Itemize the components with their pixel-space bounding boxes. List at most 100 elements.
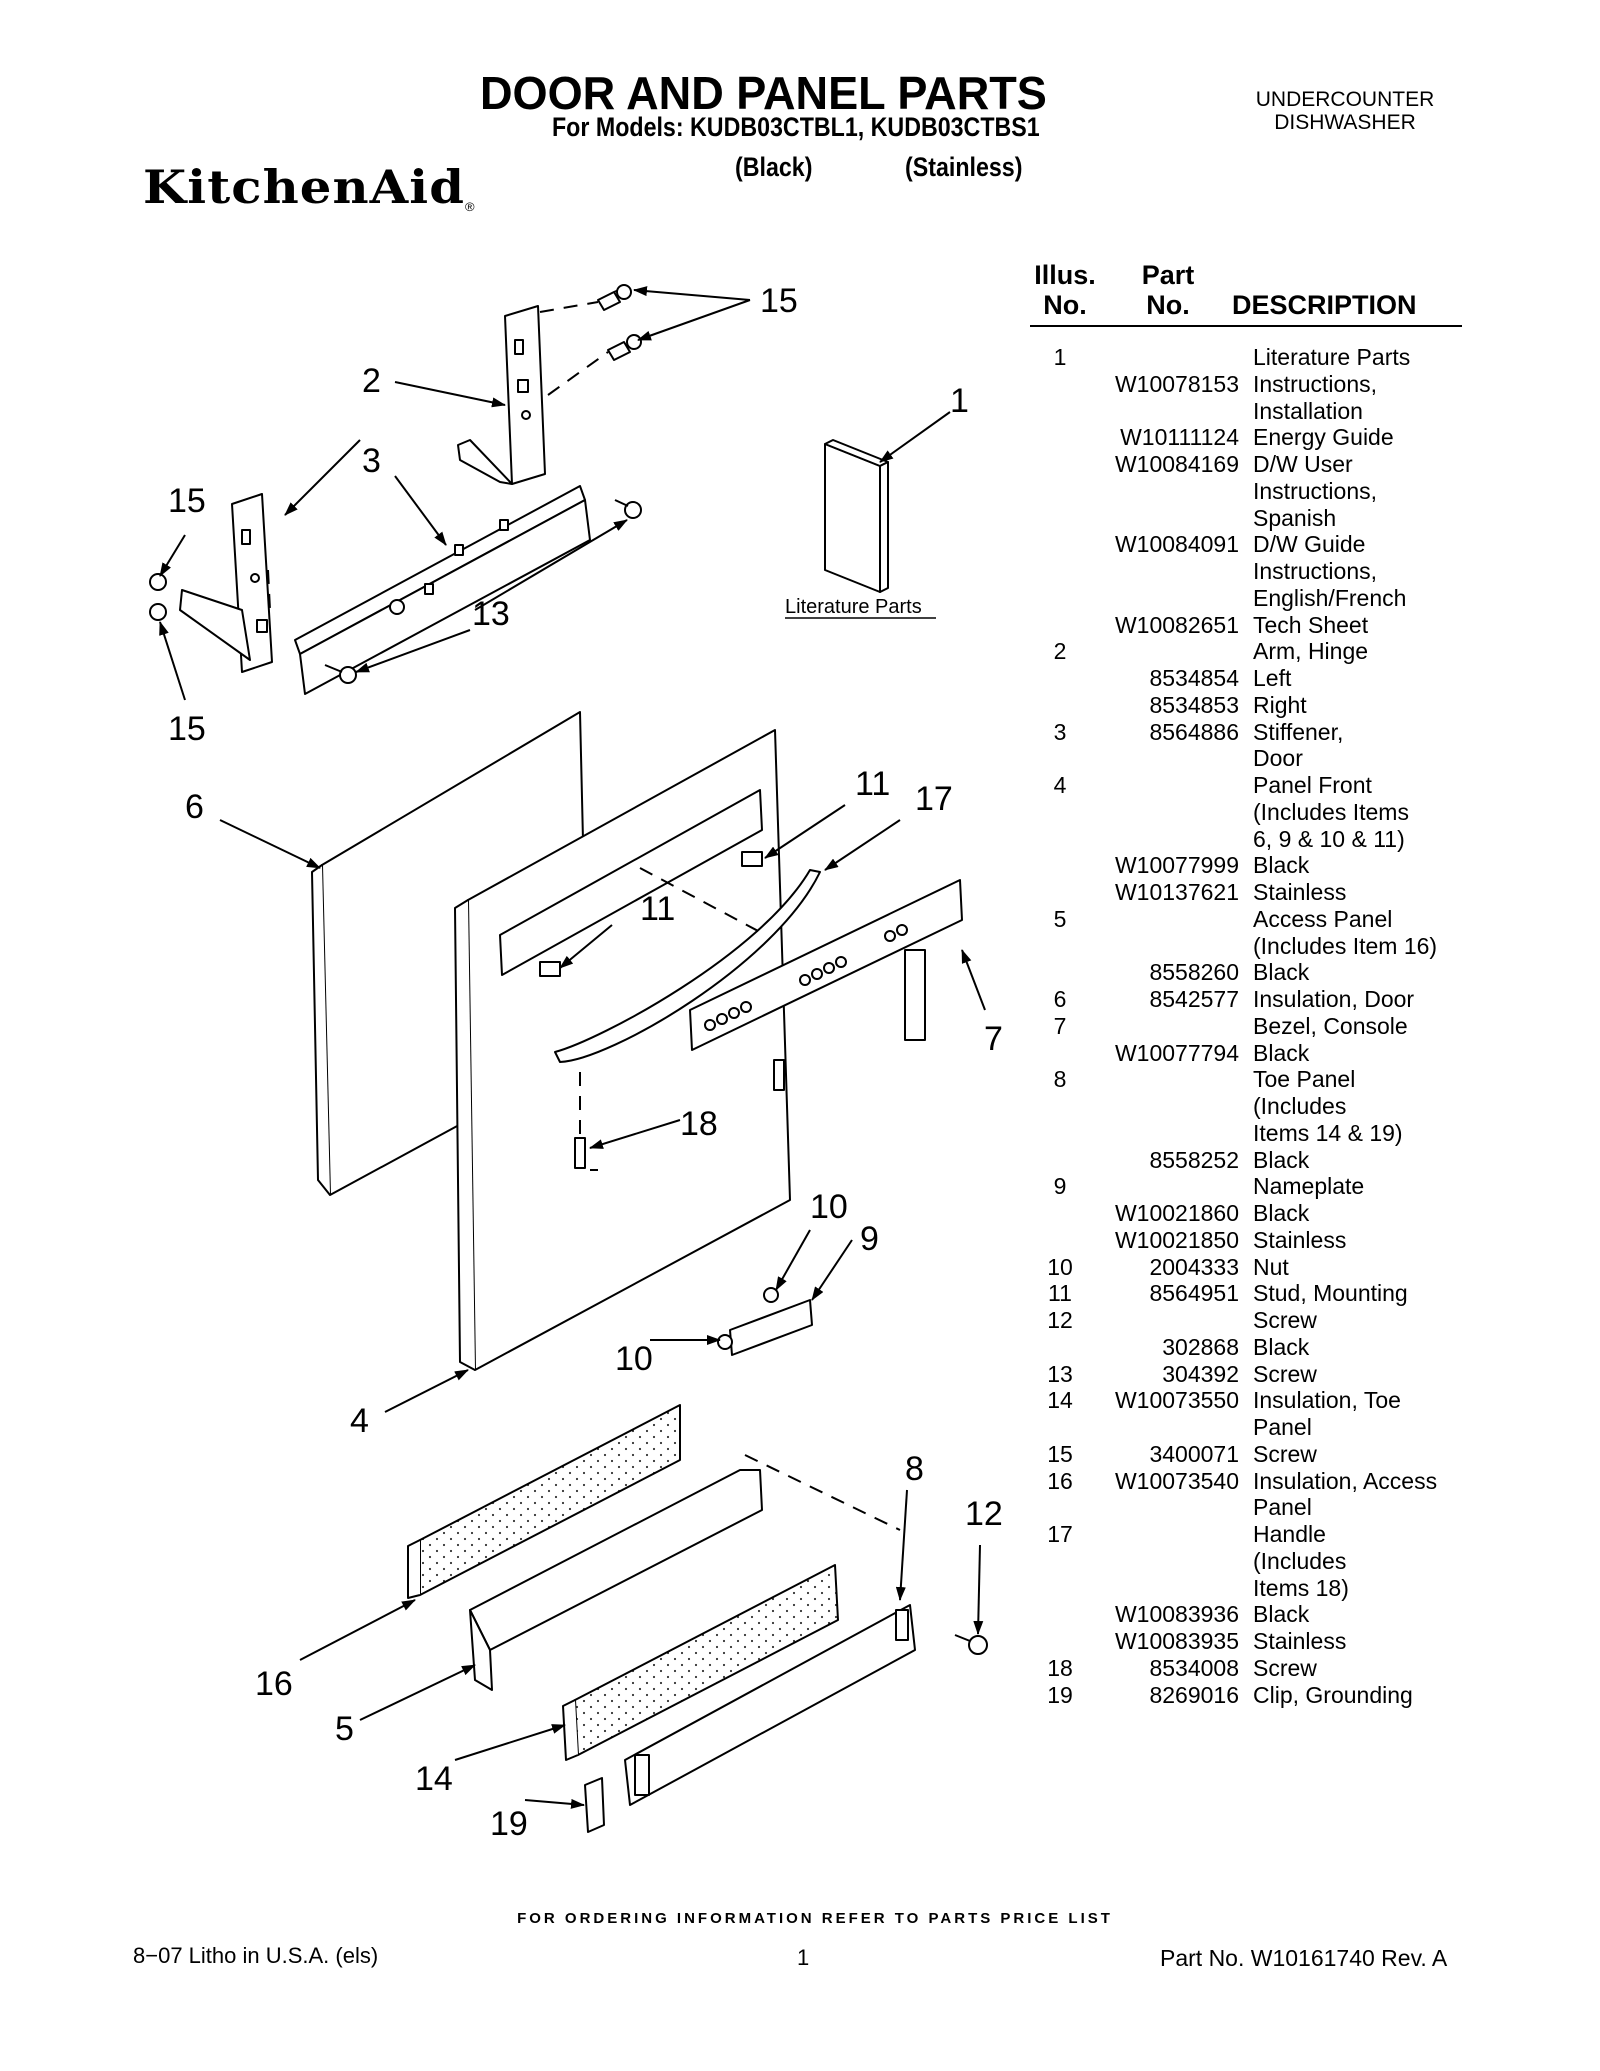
illus-no-cell	[1030, 371, 1090, 398]
description-cell: Panel	[1253, 1494, 1312, 1521]
callout-13: 13	[472, 595, 510, 633]
leader-11b	[559, 924, 613, 969]
illus-no-cell	[1030, 799, 1090, 826]
description-cell: English/French	[1253, 584, 1407, 611]
column-header-illus: Illus. No.	[1030, 260, 1100, 320]
description-cell: Stainless	[1253, 879, 1347, 905]
description-cell: Clip, Grounding	[1253, 1681, 1413, 1708]
callout-10-bottom: 10	[615, 1340, 653, 1378]
door-panel-front	[454, 729, 791, 1371]
description-cell: Panel Front	[1253, 772, 1372, 798]
door-handle	[554, 869, 821, 1063]
leader-14	[454, 1724, 566, 1761]
illus-no-cell	[1030, 612, 1090, 639]
screw-icon	[614, 499, 642, 519]
description-cell: Black	[1253, 852, 1310, 879]
description-cell: Instructions,	[1253, 558, 1377, 584]
illus-no-cell	[1030, 531, 1090, 558]
description-cell: Black	[1253, 1039, 1310, 1066]
part-no-cell: W10073540	[1114, 1467, 1239, 1494]
document-part-number: Part No. W10161740 Rev. A	[1160, 1945, 1448, 1971]
table-row: Instructions,	[1030, 558, 1470, 585]
illus-no-cell: 16	[1047, 1467, 1073, 1494]
illus-no-cell: 19	[1047, 1681, 1073, 1708]
callout-7: 7	[984, 1020, 1003, 1058]
callout-15-left-top: 15	[168, 482, 206, 520]
table-row: 6, 9 & 10 & 11)	[1030, 826, 1470, 853]
category-line-1: UNDERCOUNTER	[1255, 88, 1435, 111]
illus-no-cell: 2	[1053, 638, 1067, 665]
leader-12	[973, 1544, 984, 1635]
part-no-cell: W10137621	[1114, 879, 1239, 905]
part-no-cell: 8534853	[1149, 691, 1239, 718]
part-no-cell	[1090, 1093, 1253, 1120]
screw-icon	[574, 1137, 586, 1169]
description-cell: Nut	[1253, 1253, 1289, 1280]
description-cell: Access Panel	[1253, 905, 1393, 932]
callout-14: 14	[415, 1760, 453, 1798]
part-no-cell: 8534008	[1149, 1654, 1239, 1681]
illus-no-cell: 18	[1047, 1654, 1073, 1681]
part-no-cell	[1090, 585, 1253, 612]
callout-9: 9	[860, 1220, 879, 1258]
nut-icon	[717, 1334, 733, 1350]
callout-10-top: 10	[810, 1188, 848, 1226]
part-no-cell	[1090, 558, 1253, 585]
screw-icon	[607, 334, 642, 361]
part-no-cell	[1090, 826, 1253, 853]
table-row: (Includes Items	[1030, 799, 1470, 826]
callout-17: 17	[915, 780, 953, 818]
description-cell: Black	[1253, 959, 1310, 986]
part-no-cell: W10084091	[1114, 531, 1239, 558]
part-no-cell	[1090, 933, 1253, 960]
table-row: Panel	[1030, 1494, 1470, 1521]
leader-15c	[159, 621, 186, 701]
registered-mark: ®	[465, 200, 476, 214]
toe-panel	[624, 1604, 916, 1806]
illus-no-cell	[1030, 585, 1090, 612]
description-cell: (Includes Item 16)	[1253, 932, 1438, 959]
illus-no-cell	[1030, 852, 1090, 879]
column-header-illus-line1: Illus.	[1034, 260, 1096, 290]
description-cell: Screw	[1253, 1360, 1317, 1387]
part-no-cell: 8564951	[1149, 1280, 1239, 1307]
part-no-cell	[1090, 1548, 1253, 1575]
illus-no-cell	[1030, 1334, 1090, 1361]
description-cell: Left	[1253, 665, 1292, 691]
leader-16	[299, 1599, 416, 1661]
description-cell: Black	[1253, 1200, 1310, 1226]
description-cell: Installation	[1253, 397, 1363, 424]
column-header-part-line1: Part	[1141, 260, 1195, 290]
leader-17	[824, 819, 901, 871]
column-header-description: DESCRIPTION	[1232, 290, 1417, 320]
illus-no-cell	[1030, 398, 1090, 425]
table-row: W10137621 Stainless	[1030, 879, 1470, 906]
leader-7	[961, 949, 986, 1011]
part-no-cell: W10073550	[1114, 1387, 1239, 1414]
illus-no-cell	[1030, 478, 1090, 505]
illus-no-cell	[1030, 1227, 1090, 1254]
table-row: Spanish	[1030, 505, 1470, 532]
part-no-cell: 8542577	[1149, 986, 1239, 1012]
part-no-cell: 8534854	[1149, 665, 1239, 691]
illus-no-cell	[1030, 879, 1090, 906]
description-cell: Panel	[1253, 1414, 1312, 1440]
illus-no-cell: 15	[1047, 1440, 1073, 1467]
illus-no-cell: 12	[1047, 1307, 1073, 1333]
ordering-notice: FOR ORDERING INFORMATION REFER TO PARTS …	[517, 1910, 1113, 1927]
leader-5	[359, 1664, 476, 1721]
description-cell: Insulation, Door	[1253, 986, 1415, 1012]
description-cell: Black	[1253, 1333, 1310, 1360]
door-stiffener	[294, 485, 591, 695]
